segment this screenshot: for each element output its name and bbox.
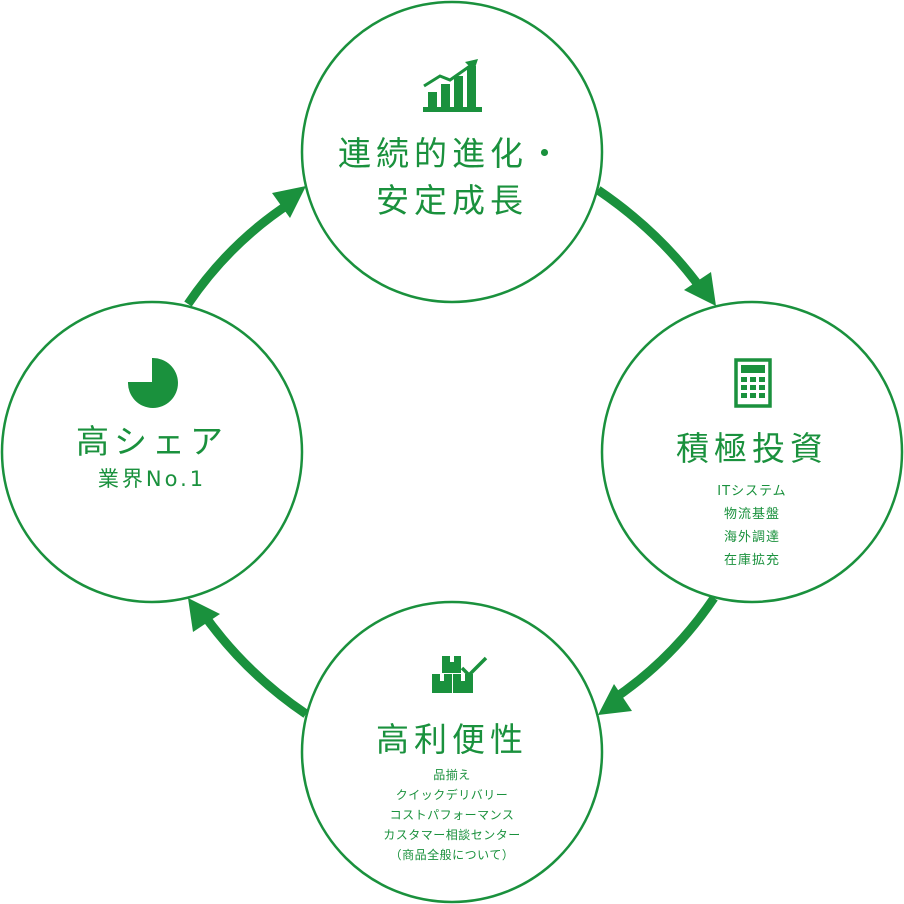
node-right-detail-1: ITシステム [717,484,787,499]
node-bottom-detail-1: 品揃え [433,768,471,782]
node-bottom-text: 高利便性 品揃え クイックデリバリー コストパフォーマンス カスタマー相談センタ… [302,716,602,865]
node-right-title: 積極投資 [676,429,828,468]
pie-chart-icon [127,357,178,408]
node-left-subtitle: 業界No.1 [97,467,207,491]
node-bottom-detail-3: コストパフォーマンス [389,808,515,822]
calculator-icon [734,358,772,408]
node-bottom-title: 高利便性 [376,720,528,759]
node-left-text: 高シェア 業界No.1 [2,418,302,493]
node-bottom-detail-4: カスタマー相談センター [383,828,521,842]
arrowhead-left-to-top [272,186,306,218]
node-right-text: 積極投資 ITシステム 物流基盤 海外調達 在庫拡充 [602,425,902,572]
boxes-check-icon [432,656,488,693]
node-right-detail-2: 物流基盤 [723,507,780,522]
arrowhead-top-to-right [684,272,716,306]
arrowhead-right-to-bottom [598,684,632,715]
node-circle-left [0,300,304,604]
node-circle-right [600,300,904,604]
node-right-detail-4: 在庫拡充 [723,553,780,568]
node-bottom-detail-5: （商品全般について） [389,848,515,862]
node-top-title-line-2: 安定成長 [376,181,528,220]
node-top-title: 連続的進化・ 安定成長 [302,130,602,224]
node-circle-top [300,0,604,304]
node-left-title: 高シェア [76,422,228,461]
arc-bottom-to-left [198,609,309,718]
node-right-detail-3: 海外調達 [723,530,780,545]
arrowhead-bottom-to-left [188,598,220,632]
node-top-title-line-1: 連続的進化・ [338,134,566,173]
rising-bar-chart-icon [423,59,482,112]
node-bottom-detail-2: クイックデリバリー [395,788,509,802]
arc-left-to-top [184,198,295,307]
node-circle-bottom [300,600,604,904]
arc-right-to-bottom [609,595,718,704]
arc-top-to-right [595,186,706,293]
